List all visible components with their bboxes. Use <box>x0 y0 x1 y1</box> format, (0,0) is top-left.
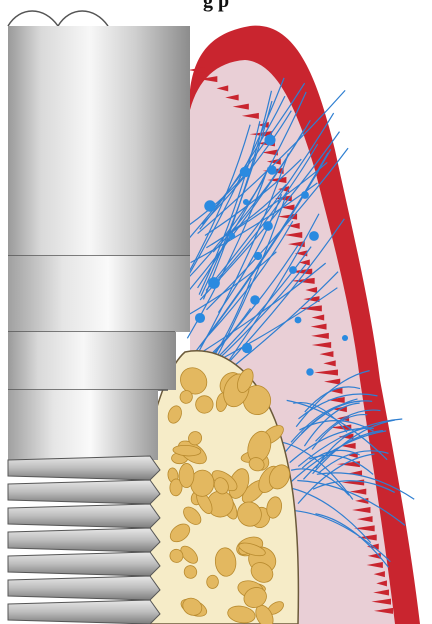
thread <box>8 552 160 576</box>
blood-vessel <box>342 335 348 341</box>
blood-vessel <box>267 165 276 174</box>
marrow-space <box>179 463 194 487</box>
blood-vessel <box>301 191 309 199</box>
blood-vessel <box>264 134 275 145</box>
blood-vessel <box>229 233 235 239</box>
blood-vessel <box>195 313 205 323</box>
blood-vessel <box>242 343 252 353</box>
thread <box>8 456 160 480</box>
thread <box>8 480 160 504</box>
blood-vessel <box>263 221 273 231</box>
implant-collar <box>8 332 176 390</box>
implant-threads <box>8 456 160 624</box>
implant-top-outline <box>8 11 108 26</box>
blood-vessel <box>204 200 215 211</box>
abutment-middle <box>8 256 190 332</box>
blood-vessel <box>208 277 220 289</box>
blood-vessel <box>289 266 297 274</box>
blood-vessel <box>309 231 319 241</box>
marrow-space <box>206 575 218 589</box>
blood-vessel <box>240 167 251 178</box>
blood-vessel <box>254 252 262 260</box>
thread <box>8 600 160 624</box>
blood-vessel <box>250 295 260 305</box>
blood-vessel <box>295 317 302 324</box>
blood-vessel <box>243 199 249 205</box>
thread <box>8 576 160 600</box>
abutment-upper <box>8 26 190 256</box>
blood-vessel <box>306 368 313 375</box>
thread <box>8 528 160 552</box>
implant-neck <box>8 390 158 460</box>
thread <box>8 504 160 528</box>
